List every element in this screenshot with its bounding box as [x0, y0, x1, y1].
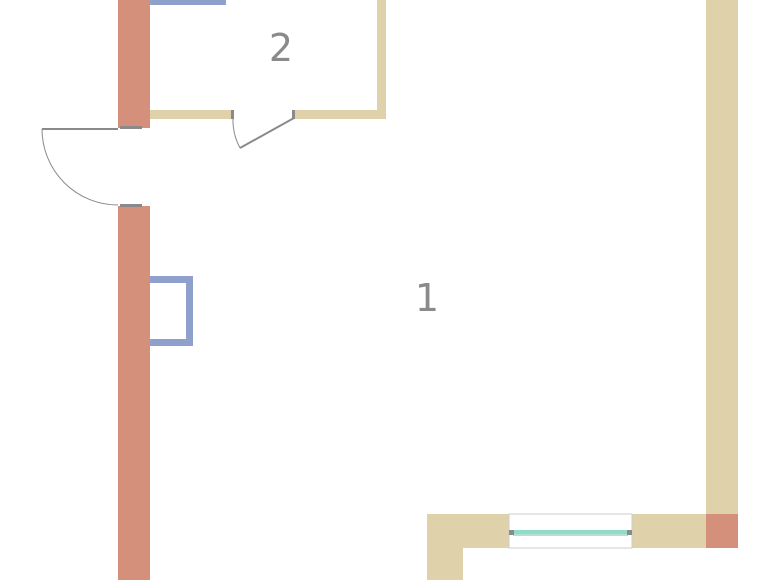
- partition-wall-room2-top: [377, 0, 386, 119]
- room2-door-jamb-right: [292, 110, 295, 119]
- room2-door-leaf: [239, 117, 295, 149]
- partition-wall-bottom-left: [427, 514, 509, 548]
- door-jamb-top: [120, 126, 142, 129]
- partition-wall-bottom-left-leg: [427, 548, 463, 580]
- plumbing-shaft-top: [150, 0, 226, 5]
- window-sash-right: [627, 530, 632, 535]
- entrance-door-swing-arc: [41, 128, 119, 206]
- exterior-wall-top-left: [118, 0, 150, 128]
- partition-wall-right: [706, 0, 738, 548]
- plumbing-shaft-middle: [150, 276, 193, 346]
- partition-wall-room2-bottom-left: [150, 110, 233, 119]
- room-number-2: 2: [269, 26, 293, 70]
- exterior-wall-corner-bottom-right: [706, 514, 738, 548]
- partition-wall-room2-bottom-right: [294, 110, 386, 119]
- exterior-wall-lower-left: [118, 206, 150, 580]
- room-number-1: 1: [415, 276, 439, 320]
- room2-door-swing-arc: [232, 116, 241, 149]
- partition-wall-bottom-right: [632, 514, 706, 548]
- window-sash-left: [509, 530, 514, 535]
- room2-door-jamb-left: [231, 110, 234, 119]
- door-jamb-bottom: [120, 204, 142, 207]
